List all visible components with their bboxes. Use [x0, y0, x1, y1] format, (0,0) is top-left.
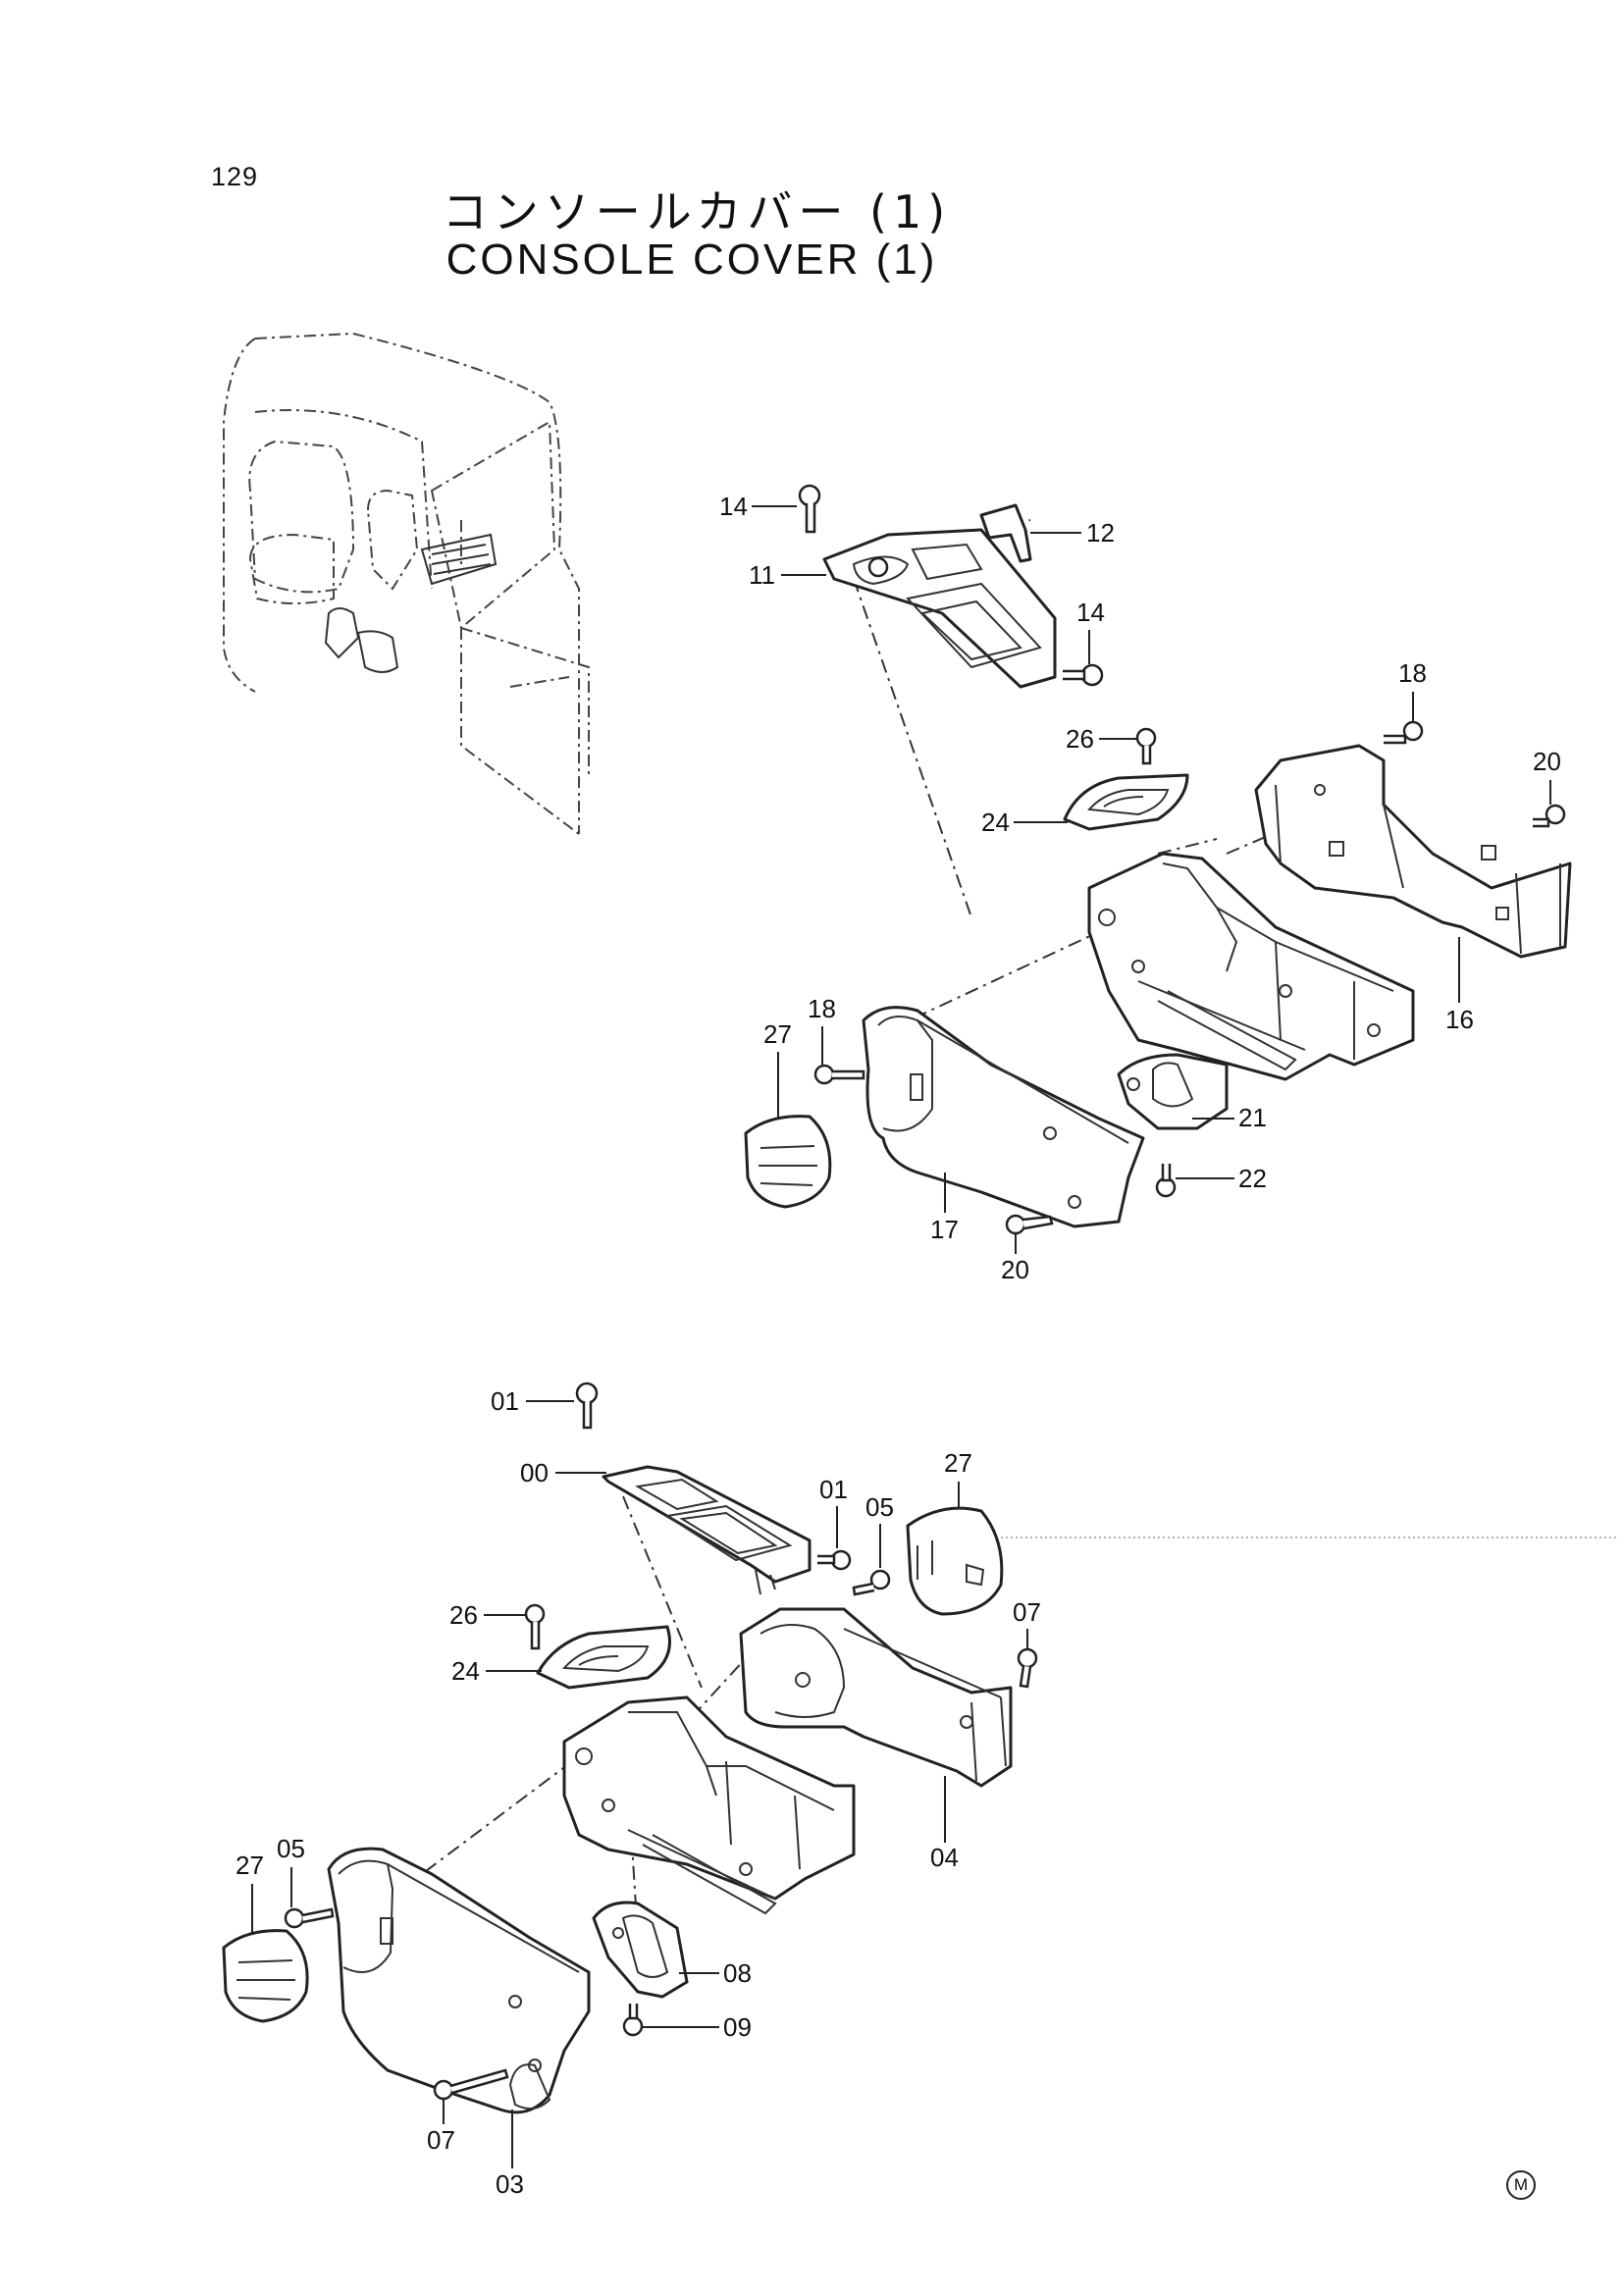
callout-00: 00: [520, 1458, 549, 1487]
upper-callouts: 14 11 12 14 18 26 20 24 16 27 18 21 22 1…: [719, 492, 1561, 1284]
part-20-screw-right: [1533, 804, 1566, 828]
part-01-screw-side: [817, 1549, 852, 1571]
upper-assembly: [744, 484, 1572, 1235]
part-14-screw-side: [1063, 663, 1104, 687]
callout-20-left: 20: [1001, 1255, 1029, 1284]
part-07-screw-upper: [1017, 1647, 1038, 1689]
callout-26-lower: 26: [449, 1600, 478, 1630]
callout-27-lower-left: 27: [236, 1851, 264, 1880]
lower-callouts: 01 00 01 05 27 07 26 24 04 27 05 08 09 0…: [236, 1386, 1041, 2199]
callout-20-right: 20: [1533, 747, 1561, 776]
part-17-left-cover: [862, 1006, 1145, 1228]
part-03-left-cover: [327, 1847, 591, 2114]
part-26-screw: [1135, 727, 1157, 765]
cab-locator-sketch: [223, 332, 590, 835]
part-24-boot: [1063, 773, 1189, 831]
manufacturer-mark: M: [1506, 2170, 1536, 2200]
part-07-screw-lower: [433, 2068, 509, 2101]
callout-08: 08: [723, 1958, 752, 1988]
callout-05-lower: 05: [277, 1834, 305, 1863]
part-18-screw-right: [1384, 720, 1424, 745]
part-27-cap-lower-right: [906, 1506, 1004, 1616]
part-04-right-cover: [739, 1607, 1013, 1788]
callout-07-upper: 07: [1013, 1597, 1041, 1627]
part-08-bracket: [592, 1901, 689, 1999]
part-22-screw: [1155, 1164, 1177, 1198]
part-18-screw-left: [813, 1064, 865, 1085]
console-frame-upper: [1087, 852, 1415, 1081]
callout-24-lower: 24: [451, 1656, 480, 1686]
part-24-boot-lower: [536, 1625, 671, 1690]
page-title-english: CONSOLE COVER (1): [445, 235, 938, 284]
callout-07-lower: 07: [427, 2125, 455, 2155]
callout-26-upper: 26: [1066, 724, 1094, 754]
callout-04: 04: [930, 1843, 959, 1872]
part-27-cap-lower-left: [222, 1929, 309, 2023]
callout-05-upper: 05: [865, 1492, 894, 1522]
part-16-right-cover: [1254, 744, 1572, 959]
callout-18-right: 18: [1398, 658, 1427, 688]
part-26-screw-lower: [524, 1603, 546, 1650]
callout-01-side: 01: [819, 1475, 848, 1504]
callout-09: 09: [723, 2012, 752, 2042]
part-20-screw-left: [1005, 1214, 1054, 1235]
callout-12: 12: [1086, 518, 1115, 547]
callout-27-lower-right: 27: [944, 1448, 972, 1478]
callout-22: 22: [1238, 1164, 1267, 1193]
callout-16: 16: [1445, 1005, 1474, 1034]
page-number: 129: [211, 162, 259, 191]
callout-14-side: 14: [1076, 598, 1105, 627]
part-14-screw-top: [798, 484, 821, 534]
part-12-bracket: [979, 503, 1032, 563]
page-title-japanese: コンソールカバー (1): [442, 185, 952, 238]
callout-11: 11: [749, 560, 775, 590]
part-00-console-tray: [602, 1465, 812, 1595]
part-05-screw-upper: [852, 1569, 891, 1596]
part-21-lower-bracket: [1117, 1053, 1229, 1130]
part-11-console-tray: [822, 528, 1057, 689]
callout-01-top: 01: [491, 1386, 519, 1416]
callout-24-upper: 24: [981, 808, 1010, 837]
part-01-screw-top: [575, 1382, 599, 1430]
callout-03: 03: [496, 2169, 524, 2199]
callout-17: 17: [930, 1215, 959, 1244]
part-09-screw: [622, 2004, 644, 2037]
console-frame-lower: [562, 1695, 856, 1915]
callout-14-top: 14: [719, 492, 748, 521]
lower-assembly: [222, 1382, 1619, 2114]
callout-27-upper: 27: [763, 1019, 792, 1049]
part-05-screw-lower: [284, 1907, 335, 1929]
callout-18-left: 18: [808, 994, 836, 1023]
part-27-cap-upper: [744, 1115, 832, 1209]
callout-21: 21: [1238, 1103, 1267, 1132]
